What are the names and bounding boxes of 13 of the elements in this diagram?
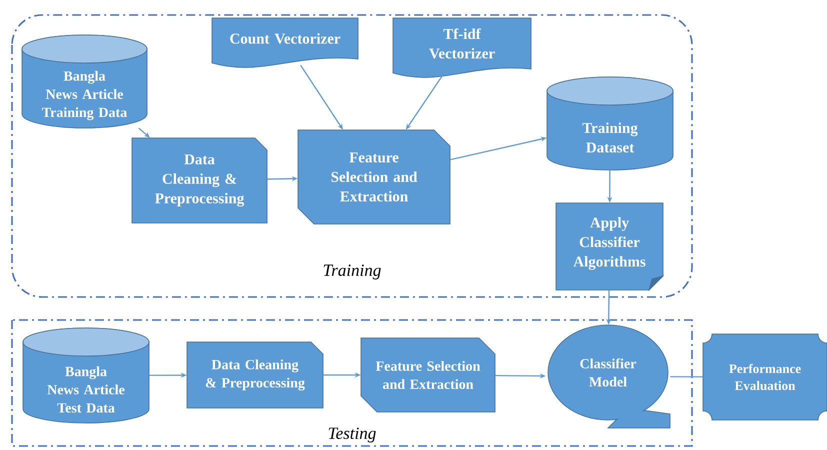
group-label: Training: [324, 264, 381, 280]
database-cylinder: Bangla News Article Test Data: [22, 328, 150, 424]
process-box: Data Cleaning & Preprocessing: [132, 138, 268, 224]
database-cylinder: Training Dataset: [546, 76, 674, 170]
process-box: Feature Selection and Extraction: [298, 130, 450, 224]
group-frame: [11, 319, 693, 447]
group-label: Testing: [328, 428, 376, 442]
output-plaque: Performance Evaluation: [702, 334, 827, 420]
database-cylinder: Bangla News Article Training Data: [22, 34, 148, 128]
process-box: Feature Selection and Extraction: [360, 338, 496, 412]
group-frame: [11, 14, 693, 298]
process-box: Data Cleaning & Preprocessing: [186, 342, 324, 408]
model-bubble: Classifier Model: [548, 324, 670, 428]
